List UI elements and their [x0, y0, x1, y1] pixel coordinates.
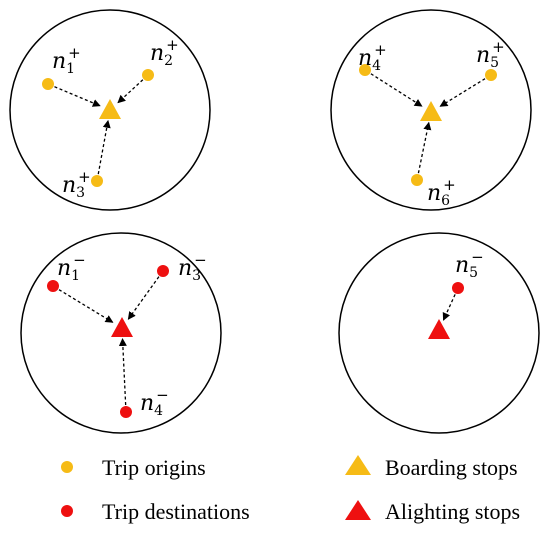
legend-trip-origins: Trip origins [102, 455, 206, 480]
legend-trip-destinations: Trip destinations [102, 499, 250, 524]
access-arrow [58, 289, 114, 323]
node-label: n2+ [150, 36, 179, 69]
alighting-stop-triangle [428, 319, 450, 339]
node-label: n5− [455, 248, 484, 281]
alighting-stop-legend-marker [345, 500, 371, 520]
trip-destination-dot [120, 406, 132, 418]
access-arrow [417, 121, 432, 174]
trip-destination-dot [452, 282, 464, 294]
trip-origin-dot [42, 78, 54, 90]
node-label: n4+ [358, 41, 387, 74]
panel-top-right: n4+ n5+ n6+ [330, 9, 532, 211]
origin-legend-marker [61, 461, 73, 473]
access-arrow [370, 73, 423, 107]
legend: Trip origins Trip destinations Boarding … [61, 455, 520, 524]
access-arrow [442, 294, 456, 321]
boarding-stop-triangle [420, 101, 442, 121]
node-label: n4− [140, 386, 169, 419]
node-label: n3+ [62, 168, 91, 201]
trip-origin-dot [485, 69, 497, 81]
panel-bottom-right: n5− [338, 232, 540, 434]
access-arrow [439, 78, 486, 107]
trip-destination-dot [47, 280, 59, 292]
catchment-circle [20, 232, 222, 434]
trip-destination-dot [157, 265, 169, 277]
node-label: n1− [57, 251, 86, 284]
trip-origin-dot [91, 175, 103, 187]
node-label: n1+ [52, 44, 81, 77]
destination-legend-marker [61, 505, 73, 517]
catchment-circle [338, 232, 540, 434]
legend-alighting-stops: Alighting stops [385, 499, 520, 524]
boarding-stop-triangle [99, 99, 121, 119]
trip-origin-dot [411, 174, 423, 186]
node-label: n6+ [427, 176, 456, 209]
node-label: n5+ [476, 38, 505, 71]
catchment-circle [330, 9, 532, 211]
access-arrow [97, 119, 111, 175]
access-arrow [118, 337, 127, 406]
boarding-stop-legend-marker [345, 455, 371, 475]
node-label: n3− [178, 251, 207, 284]
panel-bottom-left: n1− n3− n4− [20, 232, 222, 434]
legend-boarding-stops: Boarding stops [385, 455, 518, 480]
access-arrow [54, 86, 101, 107]
trip-origin-dot [142, 69, 154, 81]
access-arrow [117, 79, 144, 104]
access-arrow [127, 276, 160, 320]
trip-origin-dot [359, 64, 371, 76]
panel-top-left: n1+ n2+ n3+ [9, 9, 211, 211]
catchment-circle [9, 9, 211, 211]
alighting-stop-triangle [111, 317, 133, 337]
